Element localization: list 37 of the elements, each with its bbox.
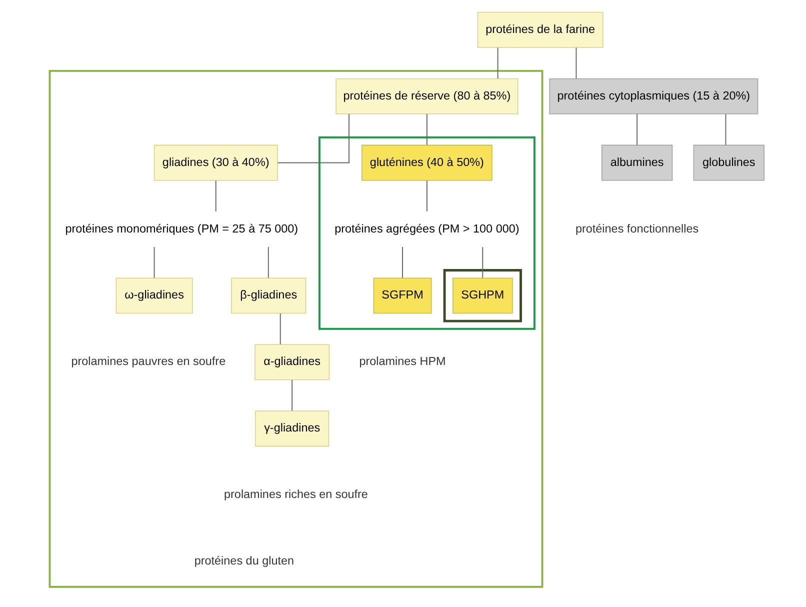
label: prolamines HPM <box>359 355 446 368</box>
cluster <box>318 136 536 330</box>
connector <box>497 47 498 79</box>
node-box: globulines <box>693 144 764 181</box>
node-box: α-gliadines <box>254 344 330 380</box>
connector <box>292 379 293 412</box>
connector <box>280 313 281 345</box>
connector <box>482 246 484 278</box>
connector <box>636 114 638 146</box>
label: prolamines riches en soufre <box>224 488 368 502</box>
node-box: albumines <box>601 144 673 181</box>
connector <box>725 114 726 146</box>
connector <box>268 246 269 278</box>
node-box: protéines de réserve (80 à 85%) <box>336 78 518 114</box>
node-text: protéines agrégées (PM > 100 000) <box>334 222 520 236</box>
node-box: gluténines (40 à 50%) <box>362 144 492 181</box>
label: protéines fonctionnelles <box>575 222 699 236</box>
label: prolamines pauvres en soufre <box>71 355 226 368</box>
node-box: SGFPM <box>373 278 432 314</box>
connector <box>215 180 216 212</box>
node-box: ω-gliadines <box>116 278 193 314</box>
connector <box>576 47 577 79</box>
cluster <box>443 269 522 322</box>
connector <box>402 246 403 278</box>
connector <box>426 180 428 212</box>
node-box: gliadines (30 à 40%) <box>154 144 278 181</box>
connector <box>426 114 428 146</box>
node-box: protéines de la farine <box>477 12 604 48</box>
node-box: protéines cytoplasmiques (15 à 20%) <box>549 78 758 114</box>
label: protéines du gluten <box>194 554 294 568</box>
cluster <box>48 70 544 588</box>
node-box: β-gliadines <box>231 278 306 314</box>
connector <box>277 114 350 164</box>
node-box: γ-gliadines <box>255 410 330 447</box>
connector <box>154 246 155 278</box>
node-text: protéines monomériques (PM = 25 à 75 000) <box>65 222 298 236</box>
node-box: SGHPM <box>452 278 513 314</box>
